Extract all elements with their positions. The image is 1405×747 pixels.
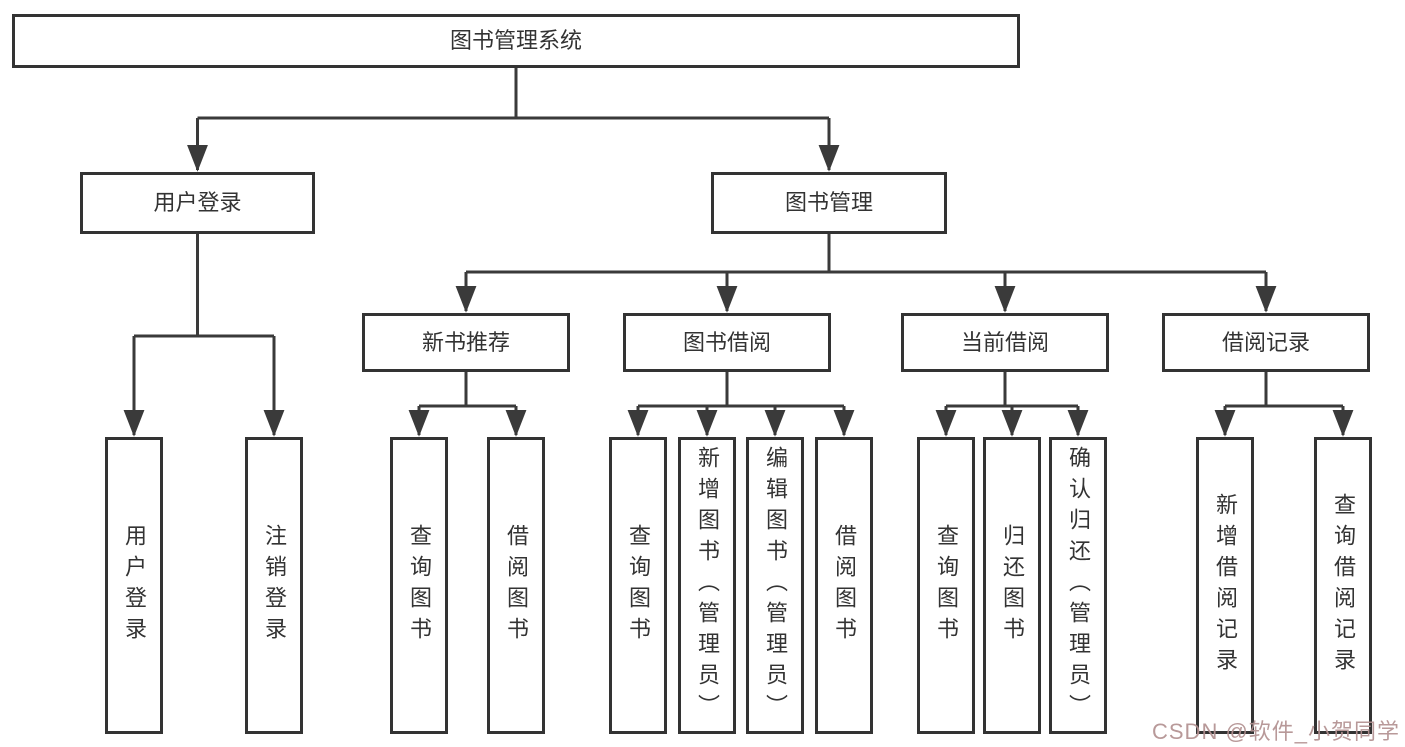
node-book-borrow-label: 图书借阅 xyxy=(682,329,771,355)
leaf-edit-books-admin-label: 编辑图书（管理员） xyxy=(763,446,788,725)
node-user-login: 用户登录 xyxy=(80,172,315,234)
node-new-book-recommend-label: 新书推荐 xyxy=(421,329,510,355)
leaf-confirm-return-admin: 确认归还（管理员） xyxy=(1049,437,1107,734)
leaf-add-books-admin-label: 新增图书（管理员） xyxy=(695,446,720,725)
leaf-edit-books-admin: 编辑图书（管理员） xyxy=(746,437,804,734)
leaf-return-books: 归还图书 xyxy=(983,437,1041,734)
leaf-borrow-books-label: 借阅图书 xyxy=(832,523,857,648)
node-root: 图书管理系统 xyxy=(12,14,1020,68)
node-borrow-records-label: 借阅记录 xyxy=(1221,329,1310,355)
leaf-return-books-label: 归还图书 xyxy=(1000,523,1025,648)
node-book-borrow: 图书借阅 xyxy=(623,313,831,372)
leaf-query-books-current-label: 查询图书 xyxy=(934,523,959,648)
leaf-query-books-borrow-label: 查询图书 xyxy=(626,523,651,648)
leaf-query-books-current: 查询图书 xyxy=(917,437,975,734)
node-current-borrow: 当前借阅 xyxy=(901,313,1109,372)
node-book-management-label: 图书管理 xyxy=(784,190,873,215)
leaf-user-login: 用户登录 xyxy=(105,437,163,734)
leaf-query-books-borrow: 查询图书 xyxy=(609,437,667,734)
node-book-management: 图书管理 xyxy=(711,172,947,234)
leaf-confirm-return-admin-label: 确认归还（管理员） xyxy=(1066,446,1091,725)
leaf-add-borrow-record-label: 新增借阅记录 xyxy=(1213,492,1238,679)
leaf-add-borrow-record: 新增借阅记录 xyxy=(1196,437,1254,734)
node-new-book-recommend: 新书推荐 xyxy=(362,313,570,372)
leaf-borrow-books-recommend: 借阅图书 xyxy=(487,437,545,734)
leaf-query-books-recommend-label: 查询图书 xyxy=(407,523,432,648)
leaf-borrow-books-recommend-label: 借阅图书 xyxy=(504,523,529,648)
node-root-label: 图书管理系统 xyxy=(449,28,582,53)
csdn-watermark: CSDN @软件_小贺同学 xyxy=(1152,719,1401,744)
leaf-query-books-recommend: 查询图书 xyxy=(390,437,448,734)
leaf-user-login-label: 用户登录 xyxy=(122,523,147,648)
leaf-logout-label: 注销登录 xyxy=(262,523,287,648)
leaf-query-borrow-record-label: 查询借阅记录 xyxy=(1331,492,1356,679)
leaf-query-borrow-record: 查询借阅记录 xyxy=(1314,437,1372,734)
leaf-add-books-admin: 新增图书（管理员） xyxy=(678,437,736,734)
node-current-borrow-label: 当前借阅 xyxy=(960,329,1049,355)
node-user-login-label: 用户登录 xyxy=(153,190,242,215)
leaf-borrow-books: 借阅图书 xyxy=(815,437,873,734)
node-borrow-records: 借阅记录 xyxy=(1162,313,1370,372)
leaf-logout: 注销登录 xyxy=(245,437,303,734)
